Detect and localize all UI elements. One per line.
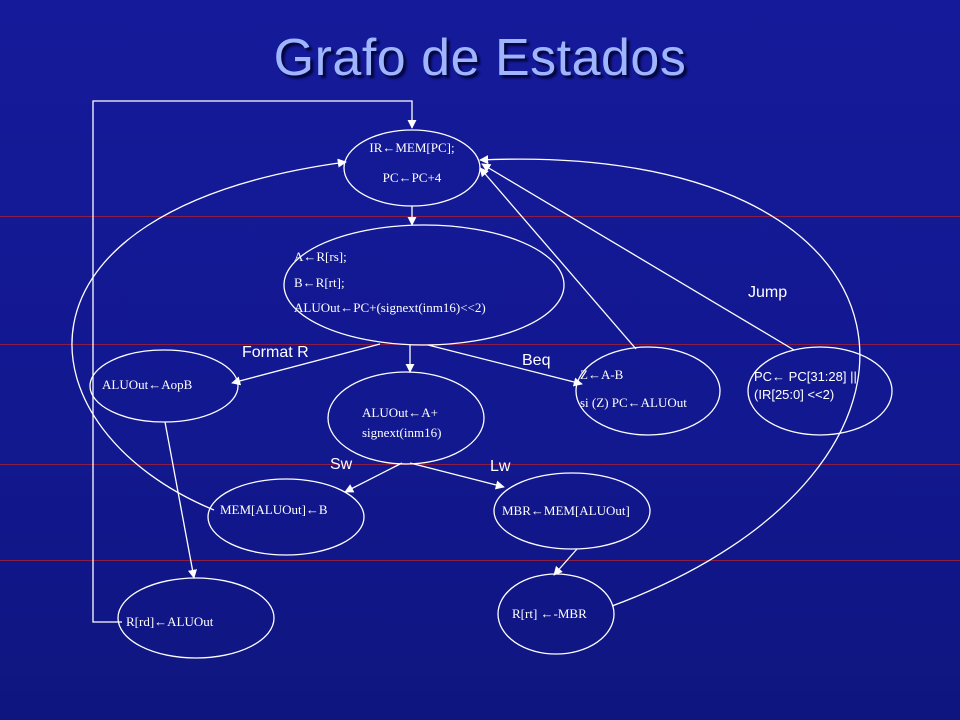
state-fetch-text: IR←MEM[PC]; PC←PC+4 <box>369 140 455 185</box>
edge-decode-r-exec <box>231 343 381 386</box>
separator-line-3 <box>0 464 960 465</box>
state-lw-mem <box>493 472 651 550</box>
edge-decode-beq <box>427 344 583 387</box>
edge-label-jump: Jump <box>748 284 788 301</box>
edge-lw-mem-lw-write <box>553 548 578 576</box>
state-jump-text: PC← PC[31:28] || (IR[25:0] <<2) <box>754 369 857 402</box>
edge-mem-addr-sw <box>344 462 403 493</box>
edge-label-sw: Sw <box>330 456 353 473</box>
edge-beq-fetch <box>479 167 637 350</box>
state-sw <box>207 478 365 556</box>
state-mem-addr-text: ALUOut←A+ signext(inm16) <box>362 405 442 440</box>
edge-r-exec-r-write <box>164 421 197 579</box>
state-beq-text: Z←A-B si (Z) PC←ALUOut <box>580 367 687 410</box>
state-beq <box>575 346 721 436</box>
edge-lw-write-fetch <box>479 155 861 607</box>
state-jump <box>747 346 893 436</box>
state-r-exec-text: ALUOut←AopB <box>102 377 193 392</box>
state-decode-text: A←R[rs]; B←R[rt]; ALUOut←PC+(signext(inm… <box>294 249 486 316</box>
separator-line-2 <box>0 344 960 345</box>
state-lw-write-text: R[rt] ←-MBR <box>512 606 587 621</box>
edge-mem-addr-lw <box>409 462 505 490</box>
edge-label-format-r: Format R <box>242 344 309 361</box>
state-decode <box>283 224 565 346</box>
separator-line-1 <box>0 216 960 217</box>
edge-sw-fetch <box>71 158 347 511</box>
state-r-write-text: R[rd]←ALUOut <box>126 614 214 629</box>
state-sw-text: MEM[ALUOut]←B <box>220 502 328 517</box>
edge-jump-fetch <box>481 163 795 351</box>
slide-title: Grafo de Estados <box>273 29 687 87</box>
state-lw-mem-text: MBR←MEM[ALUOut] <box>502 503 630 518</box>
edge-label-lw: Lw <box>490 458 511 475</box>
separator-line-4 <box>0 560 960 561</box>
state-r-exec <box>89 349 239 423</box>
edge-label-beq: Beq <box>522 352 551 369</box>
edge-r-write-fetch <box>92 100 417 623</box>
